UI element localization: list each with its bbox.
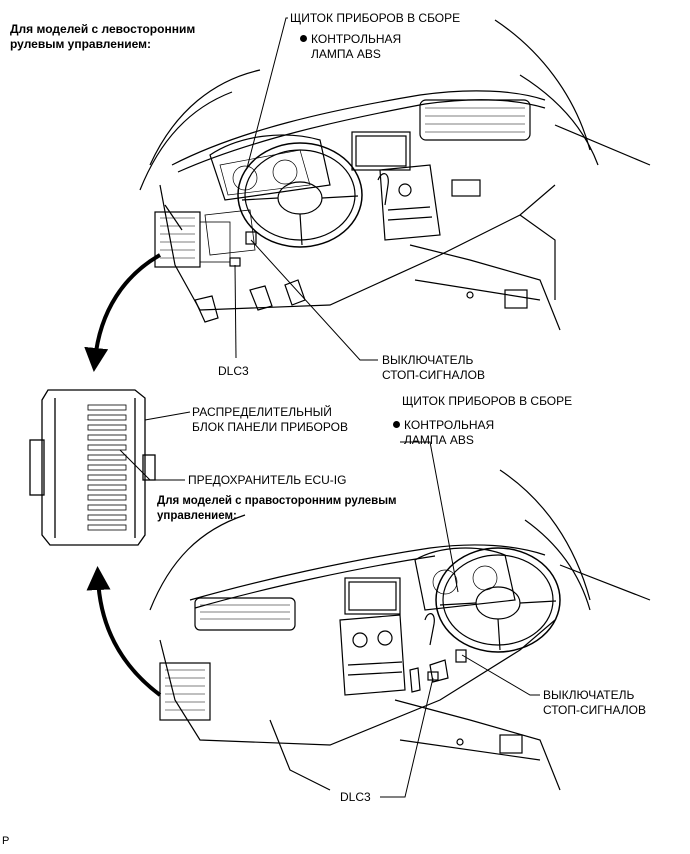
lhd-heading-line1: Для моделей с левосторонним	[10, 22, 196, 36]
filled-circle-icon	[300, 35, 307, 42]
lhd-dashboard-illustration	[139, 19, 651, 331]
rhd-stop-switch-label: ВЫКЛЮЧАТЕЛЬ СТОП-СИГНАЛОВ	[543, 688, 646, 718]
ecu-ig-fuse-label: ПРЕДОХРАНИТЕЛЬ ECU-IG	[188, 473, 347, 487]
junction-block-illustration	[29, 389, 156, 546]
rhd-heading-line2: управлением:	[157, 510, 237, 522]
rhd-abs-line2: ЛАМПА ABS	[404, 433, 474, 447]
rhd-combination-meter-label: ЩИТОК ПРИБОРОВ В СБОРЕ	[402, 394, 573, 408]
rhd-abs-line1: КОНТРОЛЬНАЯ	[404, 418, 495, 432]
lhd-heading-line2: рулевым управлением:	[10, 37, 151, 51]
lhd-combination-meter-label: ЩИТОК ПРИБОРОВ В СБОРЕ	[290, 11, 461, 25]
rhd-stop-line1: ВЫКЛЮЧАТЕЛЬ	[543, 688, 635, 702]
lhd-stop-switch-label: ВЫКЛЮЧАТЕЛЬ СТОП-СИГНАЛОВ	[382, 353, 485, 383]
rhd-abs-lamp-label: КОНТРОЛЬНАЯ ЛАМПА ABS	[393, 418, 494, 448]
lhd-heading: Для моделей с левосторонним рулевым упра…	[10, 22, 195, 52]
rhd-leader-lines	[380, 441, 540, 798]
rhd-dlc3-label: DLC3	[340, 790, 371, 804]
junction-block-line1: РАСПРЕДЕЛИТЕЛЬНЫЙ	[192, 405, 332, 419]
lhd-stop-line2: СТОП-СИГНАЛОВ	[382, 368, 485, 382]
curved-arrow-icon	[84, 253, 161, 372]
lhd-abs-line2: ЛАМПА ABS	[311, 47, 381, 61]
corner-mark: P	[2, 835, 10, 847]
rhd-stop-line2: СТОП-СИГНАЛОВ	[543, 703, 646, 717]
lhd-stop-line1: ВЫКЛЮЧАТЕЛЬ	[382, 353, 474, 367]
lhd-dlc3-label: DLC3	[218, 364, 249, 378]
junction-block-label: РАСПРЕДЕЛИТЕЛЬНЫЙ БЛОК ПАНЕЛИ ПРИБОРОВ	[192, 405, 348, 435]
lhd-abs-lamp-label: КОНТРОЛЬНАЯ ЛАМПА ABS	[300, 32, 401, 62]
curved-arrow-icon	[86, 566, 162, 697]
rhd-heading: Для моделей с правосторонним рулевым упр…	[157, 494, 397, 524]
lhd-abs-line1: КОНТРОЛЬНАЯ	[311, 32, 402, 46]
junction-leader-lines	[119, 411, 191, 481]
junction-block-line2: БЛОК ПАНЕЛИ ПРИБОРОВ	[192, 420, 348, 434]
rhd-heading-line1: Для моделей с правосторонним рулевым	[157, 495, 397, 507]
lhd-leader-lines	[234, 17, 378, 361]
filled-circle-icon	[393, 421, 400, 428]
